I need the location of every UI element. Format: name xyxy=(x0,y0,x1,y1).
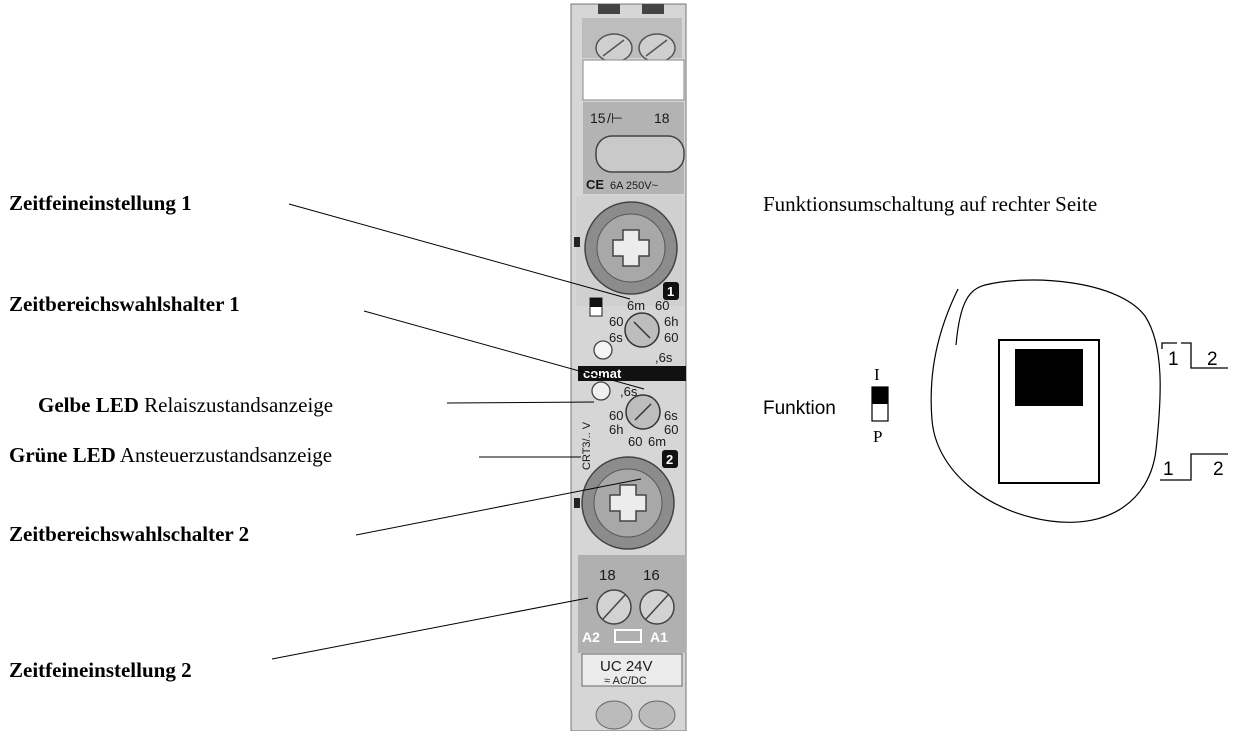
svg-text:60: 60 xyxy=(609,314,623,329)
svg-text:2: 2 xyxy=(1213,459,1224,480)
label-fine-setting-2: Zeitfeineinstellung 2 xyxy=(9,658,192,682)
svg-text:,6s: ,6s xyxy=(655,350,673,365)
svg-text:6h: 6h xyxy=(609,422,623,437)
green-led xyxy=(591,381,611,401)
top-screw-terminals xyxy=(582,18,682,63)
time-range-switch-2[interactable]: ,6s 60 6s 6h 60 60 6m xyxy=(609,384,678,449)
brand-bar xyxy=(578,366,686,381)
svg-text:6s: 6s xyxy=(609,330,623,345)
ce-mark: CE xyxy=(586,177,604,192)
function-position-p: P xyxy=(873,427,882,446)
time-range-switch-1[interactable]: 6m 60 60 6h 6s 60 ,6s xyxy=(589,297,678,365)
mode-symbol-2: 1 2 xyxy=(1160,453,1228,481)
device-side-outline xyxy=(930,279,1161,523)
svg-text:16: 16 xyxy=(643,567,660,584)
leader-fine-setting-1 xyxy=(288,203,631,300)
yellow-led xyxy=(593,340,613,360)
leader-fine-setting-2 xyxy=(271,597,589,660)
svg-text:,6s: ,6s xyxy=(620,384,638,399)
time-fine-dial-2[interactable]: 2 xyxy=(574,450,678,550)
svg-text:6s: 6s xyxy=(664,408,678,423)
svg-text:6h: 6h xyxy=(664,314,678,329)
label-range-switch-1: Zeitbereichswahlshalter 1 xyxy=(9,292,240,316)
label-green-led: Grüne LED Ansteuerzustandsanzeige xyxy=(9,443,332,467)
label-fine-setting-1: Zeitfeineinstellung 1 xyxy=(9,191,192,215)
device-supply: ≈ AC/DC xyxy=(604,675,647,687)
svg-text:60: 60 xyxy=(655,298,669,313)
svg-text:60: 60 xyxy=(664,330,678,345)
svg-text:18: 18 xyxy=(599,567,616,584)
terminal-18-label: 18 xyxy=(654,110,670,126)
svg-text:1: 1 xyxy=(1168,349,1179,370)
function-position-i: I xyxy=(874,365,880,384)
side-switch-slider[interactable] xyxy=(1015,349,1083,406)
leader-range-switch-1 xyxy=(363,310,645,390)
svg-text:1: 1 xyxy=(1163,459,1174,480)
contact-rating: 6A 250V~ xyxy=(610,180,658,192)
time-relay-device: 15 /⊢ 18 CE 6A 250V~ 1 6m 60 60 6h 6s 60 xyxy=(570,3,687,731)
svg-text:60: 60 xyxy=(628,434,642,449)
relay-contact-symbol: /⊢ xyxy=(607,110,623,126)
dial-2-number: 2 xyxy=(666,452,673,467)
svg-text:6m: 6m xyxy=(627,298,645,313)
coil-a1-label: A1 xyxy=(650,629,668,645)
svg-text:2: 2 xyxy=(1207,349,1218,370)
function-switch-knob xyxy=(872,387,888,404)
function-label: Funktion xyxy=(763,398,836,419)
device-voltage: UC 24V xyxy=(600,658,653,675)
svg-text:6m: 6m xyxy=(648,434,666,449)
bottom-screw-terminals: 18 16 A2 A1 xyxy=(578,555,686,653)
svg-text:60: 60 xyxy=(609,408,623,423)
dial-1-number: 1 xyxy=(667,284,674,299)
brand-name: comat xyxy=(583,366,622,381)
time-fine-dial-1[interactable]: 1 xyxy=(574,196,684,306)
terminal-15-label: 15 xyxy=(590,110,606,126)
device-side-label: CRT3/.. V xyxy=(581,421,593,470)
svg-text:60: 60 xyxy=(664,422,678,437)
label-yellow-led: Gelbe LED Relaiszustandsanzeige xyxy=(38,393,333,417)
leader-yellow-led xyxy=(446,401,595,404)
coil-a2-label: A2 xyxy=(582,629,600,645)
label-range-switch-2: Zeitbereichswahlschalter 2 xyxy=(9,522,249,546)
mode-symbol-1: 1 2 xyxy=(1161,342,1228,370)
leader-range-switch-2 xyxy=(355,478,642,536)
function-switch-note: Funktionsumschaltung auf rechter Seite xyxy=(763,192,1097,216)
